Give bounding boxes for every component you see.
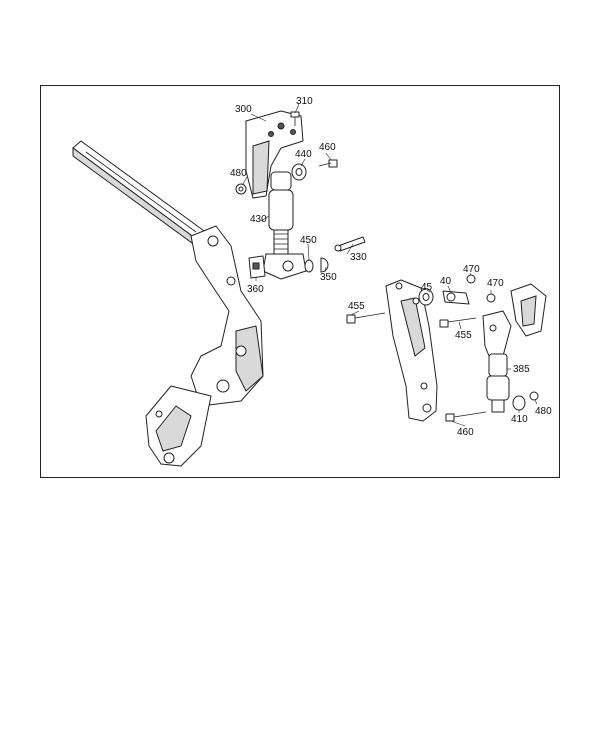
bushing-410 — [512, 395, 526, 411]
bushing-440 — [291, 163, 307, 181]
bolt-460-upper — [318, 159, 338, 168]
washer-450 — [304, 259, 314, 273]
damper-bracket — [482, 310, 512, 362]
callout-460-lower: 460 — [457, 427, 474, 438]
callout-470-b: 470 — [487, 278, 504, 289]
bolt-455-left — [346, 312, 386, 324]
side-bracket-right — [510, 283, 547, 337]
nut-470-a — [466, 274, 476, 284]
leader-lines — [242, 103, 538, 427]
callout-300: 300 — [235, 104, 252, 115]
callout-460-upper: 460 — [319, 142, 336, 153]
right-bracket — [385, 279, 438, 422]
callout-480-upper: 480 — [230, 168, 247, 179]
callout-labels: 300 310 440 460 480 430 450 350 330 360 … — [230, 96, 552, 438]
callout-310: 310 — [296, 96, 313, 107]
callout-470-a: 470 — [463, 264, 480, 275]
shock-absorber-430 — [262, 171, 307, 280]
callout-330: 330 — [350, 252, 367, 263]
bolt-455-right — [439, 317, 477, 328]
callout-455-left: 455 — [348, 301, 365, 312]
bolt-310 — [290, 111, 300, 126]
nut-470-b — [486, 293, 496, 303]
callout-455-right: 455 — [455, 330, 472, 341]
pin-330 — [334, 236, 366, 252]
callout-440: 440 — [295, 149, 312, 160]
nut-480-lower — [529, 391, 539, 401]
frame-rail — [72, 140, 212, 252]
cap-350 — [320, 257, 329, 273]
callout-385: 385 — [513, 364, 530, 375]
callout-410: 410 — [511, 414, 528, 425]
bushing-45 — [418, 288, 434, 306]
callout-45: 45 — [421, 282, 433, 293]
nut-480-upper — [235, 183, 247, 195]
upper-bracket-300 — [245, 110, 304, 199]
callout-350: 350 — [320, 272, 337, 283]
frame-side-member — [145, 225, 264, 467]
parts-diagram: 300 310 440 460 480 430 450 350 330 360 … — [72, 96, 552, 467]
link-40 — [442, 290, 470, 305]
callout-480-lower: 480 — [535, 406, 552, 417]
bolt-460-lower — [445, 411, 487, 422]
diagram-frame: 300 310 440 460 480 430 450 350 330 360 … — [40, 85, 560, 478]
callout-430: 430 — [250, 214, 267, 225]
callout-450: 450 — [300, 235, 317, 246]
callout-360: 360 — [247, 284, 264, 295]
clip-360 — [248, 255, 266, 279]
damper-385 — [486, 353, 510, 413]
callout-40: 40 — [440, 276, 452, 287]
